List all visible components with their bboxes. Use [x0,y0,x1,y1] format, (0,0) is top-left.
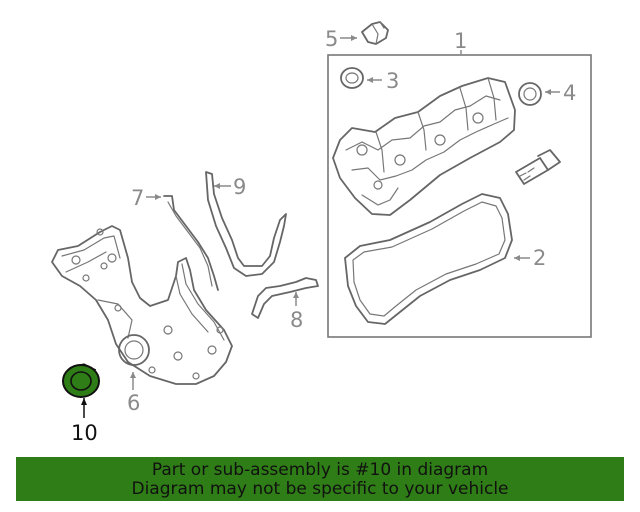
info-banner: Part or sub-assembly is #10 in diagram D… [16,457,624,501]
fitting-part-5[interactable] [361,21,389,45]
callout-10: 10 [71,421,98,445]
banner-line-2: Diagram may not be specific to your vehi… [131,479,509,499]
bolt-part[interactable] [515,149,561,185]
callout-5: 5 [325,27,338,51]
banner-line-1: Part or sub-assembly is #10 in diagram [151,460,489,480]
parts-diagram: 1 2 3 4 5 6 7 8 9 10 [51,21,592,445]
callout-9: 9 [233,175,246,199]
callout-4: 4 [563,81,576,105]
callout-7: 7 [131,186,144,210]
valve-cover-gasket-part[interactable] [344,193,513,325]
callout-1: 1 [454,29,467,53]
gasket-part-9[interactable] [205,171,287,277]
assembly-box [327,54,592,338]
seal-part-3[interactable] [340,67,364,89]
callout-8: 8 [290,308,303,332]
callout-2: 2 [533,246,546,270]
seal-part-4[interactable] [518,82,542,106]
callout-3: 3 [386,69,399,93]
callout-6: 6 [127,391,140,415]
gasket-part-8[interactable] [251,277,319,319]
front-seal-part-10[interactable] [62,363,100,398]
gasket-part-7[interactable] [163,195,219,291]
valve-cover-part[interactable] [332,77,516,216]
timing-cover-part[interactable] [51,225,233,385]
